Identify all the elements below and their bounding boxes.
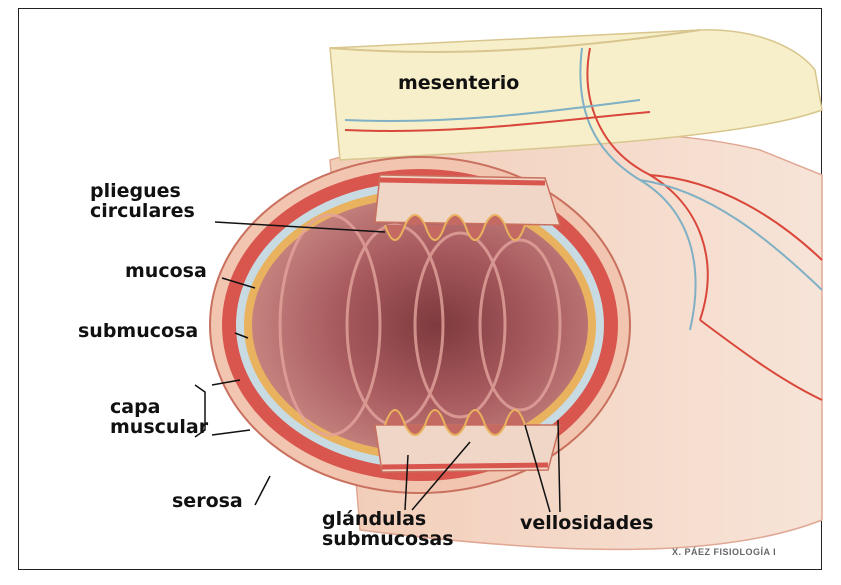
lumen (252, 198, 588, 452)
label-mesenterio: mesenterio (394, 74, 523, 94)
label-vellosidades: vellosidades (520, 514, 653, 534)
mesentery-sheet (330, 30, 822, 160)
credit-text: X. PÁEZ FISIOLOGÍA I (672, 547, 776, 557)
label-serosa: serosa (172, 492, 243, 512)
label-pliegues-circulares: pliegues circulares (90, 182, 195, 222)
label-submucosa: submucosa (78, 322, 198, 342)
label-mucosa: mucosa (125, 262, 207, 282)
label-capa-muscular: capa muscular (110, 398, 208, 438)
label-glandulas-submucosas: glándulas submucosas (322, 510, 454, 550)
